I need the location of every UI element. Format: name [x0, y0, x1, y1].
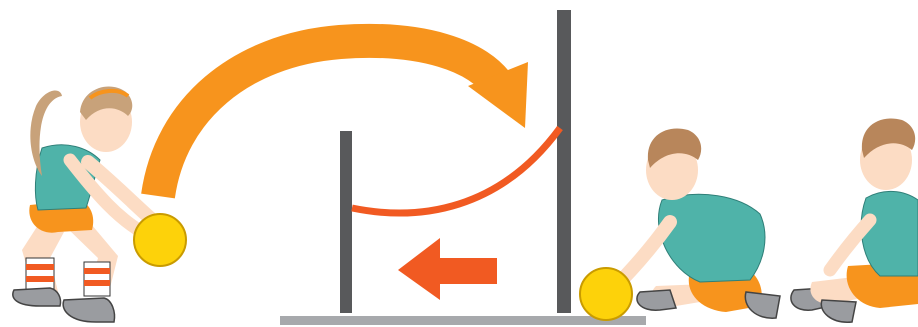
boy-rolling-ball: [612, 128, 780, 318]
boy-kneeling: [791, 118, 918, 322]
tall-post: [557, 10, 571, 313]
crossbar-arc: [352, 128, 560, 213]
ball-right: [580, 268, 632, 320]
ball-left: [134, 214, 186, 266]
left-arrow-icon: [398, 238, 497, 300]
girl-with-ball: [13, 86, 150, 322]
floor-bar: [280, 316, 646, 325]
short-post: [340, 131, 352, 313]
